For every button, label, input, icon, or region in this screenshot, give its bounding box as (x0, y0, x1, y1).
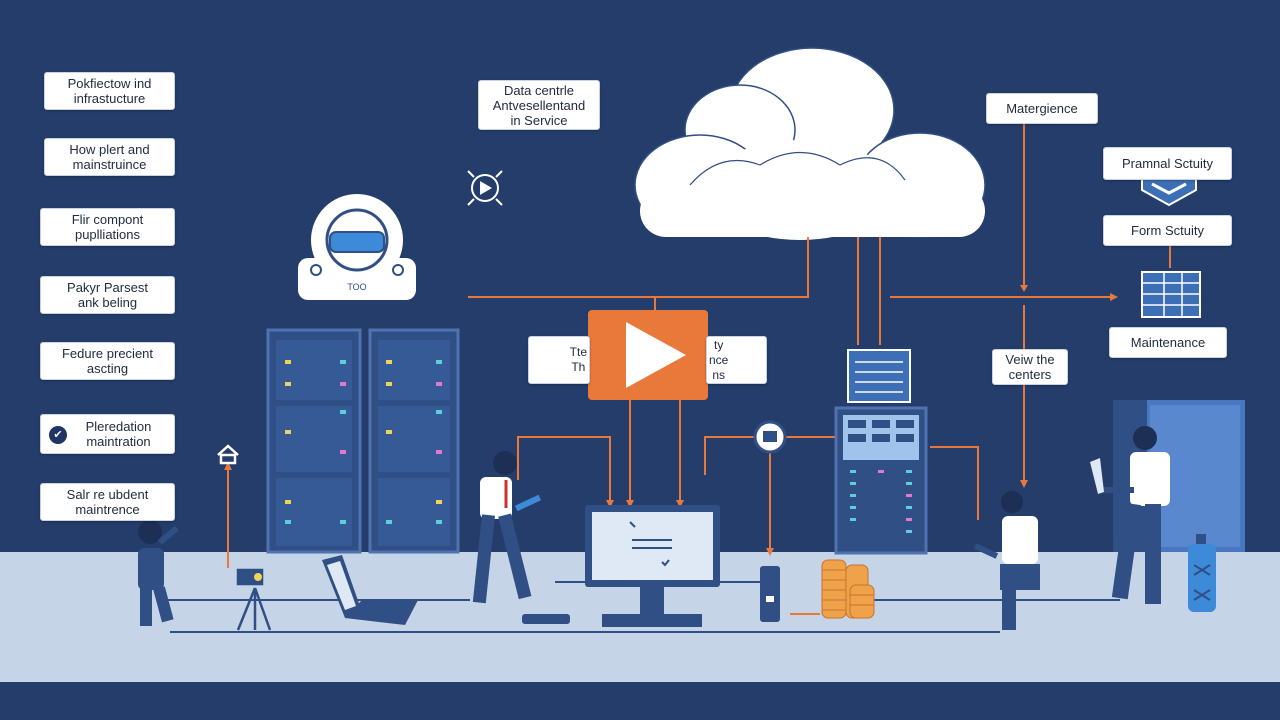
label-pramnal-security: Pramnal Sctuity (1103, 147, 1232, 180)
person-engineer-woman (472, 451, 542, 604)
monitor-icon (585, 505, 720, 627)
play-button-tile (588, 310, 708, 400)
person-technician-seated (973, 491, 1040, 630)
label-pleredation: ✔ Pleredation maintration (40, 414, 175, 454)
label-view-centers: Veiw the centers (992, 349, 1068, 385)
orange-connectors (227, 120, 1171, 615)
label-center-right: ty nce ns (706, 336, 767, 384)
label-parsest-beling: Pakyr Parsest ank beling (40, 276, 175, 314)
headset-device-icon (298, 194, 416, 300)
bottle-icon (1188, 534, 1216, 612)
server-rack-1 (266, 328, 362, 554)
cloud-icon (634, 47, 986, 240)
label-infrastructure: Pokfiectow ind infrastucture (44, 72, 175, 110)
floor-device (522, 614, 570, 624)
label-maintenance: Maintenance (1109, 327, 1227, 358)
label-fedure-precient: Fedure precient ascting (40, 342, 175, 380)
home-icon (217, 444, 239, 465)
person-admin-laptop (1090, 426, 1170, 604)
label-mastergience: Matergience (986, 93, 1098, 124)
shield-badge-icon (753, 420, 787, 454)
label-center-left: Tte Th (528, 336, 590, 384)
coin-stacks (821, 559, 875, 619)
grid-panel-icon (1141, 271, 1201, 318)
person-technician-left (138, 520, 179, 626)
bottom-band (0, 682, 1280, 720)
laptop-icon (322, 555, 418, 625)
label-form-security: Form Sctuity (1103, 215, 1232, 246)
device-label: TOO (347, 282, 367, 292)
label-data-centre-service: Data centrle Antvesellentand in Service (478, 80, 600, 130)
label-subsequent-maintenance: Salr re ubdent maintrence (40, 483, 175, 521)
target-play-icon (467, 170, 503, 206)
label-maintenance-plan: How plert and mainstruince (44, 138, 175, 176)
ups-tower (760, 566, 780, 622)
check-circle-icon: ✔ (49, 426, 67, 444)
central-server (834, 349, 928, 555)
camera-tripod (236, 568, 272, 631)
server-rack-2 (368, 328, 460, 554)
label-component-applications: Flir compont puplliations (40, 208, 175, 246)
